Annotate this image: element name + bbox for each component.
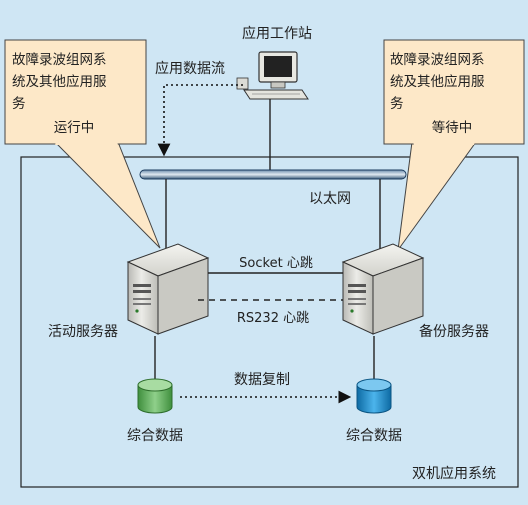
right-callout-status: 等待中 [432, 119, 473, 136]
system-label: 双机应用系统 [412, 465, 496, 482]
right-callout-line-2: 统及其他应用服 [390, 73, 485, 90]
right-callout-line-3: 务 [390, 96, 404, 112]
left-database-icon [137, 378, 173, 414]
left-callout-status: 运行中 [54, 120, 95, 136]
active-server-label: 活动服务器 [48, 324, 118, 340]
right-callout-line-1: 故障录波组网系 [390, 52, 485, 68]
ethernet-bus [139, 169, 407, 180]
socket-heartbeat-label: Socket 心跳 [239, 256, 313, 271]
right-database-icon [356, 378, 392, 414]
application-data-flow: 应用数据流 [155, 60, 243, 157]
right-database-label: 综合数据 [346, 428, 402, 444]
backup-server-label: 备份服务器 [419, 323, 489, 340]
right-service-callout: 故障录波组网系 统及其他应用服 务 等待中 [383, 39, 525, 251]
left-database-label: 综合数据 [127, 428, 183, 444]
rs232-heartbeat-label: RS232 心跳 [237, 311, 309, 326]
left-service-callout: 故障录波组网系 统及其他应用服 务 运行中 [4, 39, 161, 249]
left-callout-line-3: 务 [12, 96, 26, 112]
left-callout-line-1: 故障录波组网系 [12, 52, 107, 68]
workstation-computer-icon [236, 51, 309, 100]
active-server-icon [126, 243, 210, 335]
data-flow-label: 应用数据流 [155, 60, 225, 77]
left-callout-line-2: 统及其他应用服 [12, 73, 107, 90]
ethernet-label: 以太网 [309, 191, 351, 207]
workstation-label: 应用工作站 [242, 25, 312, 42]
data-replication-label: 数据复制 [234, 371, 290, 388]
backup-server-icon [341, 243, 425, 335]
